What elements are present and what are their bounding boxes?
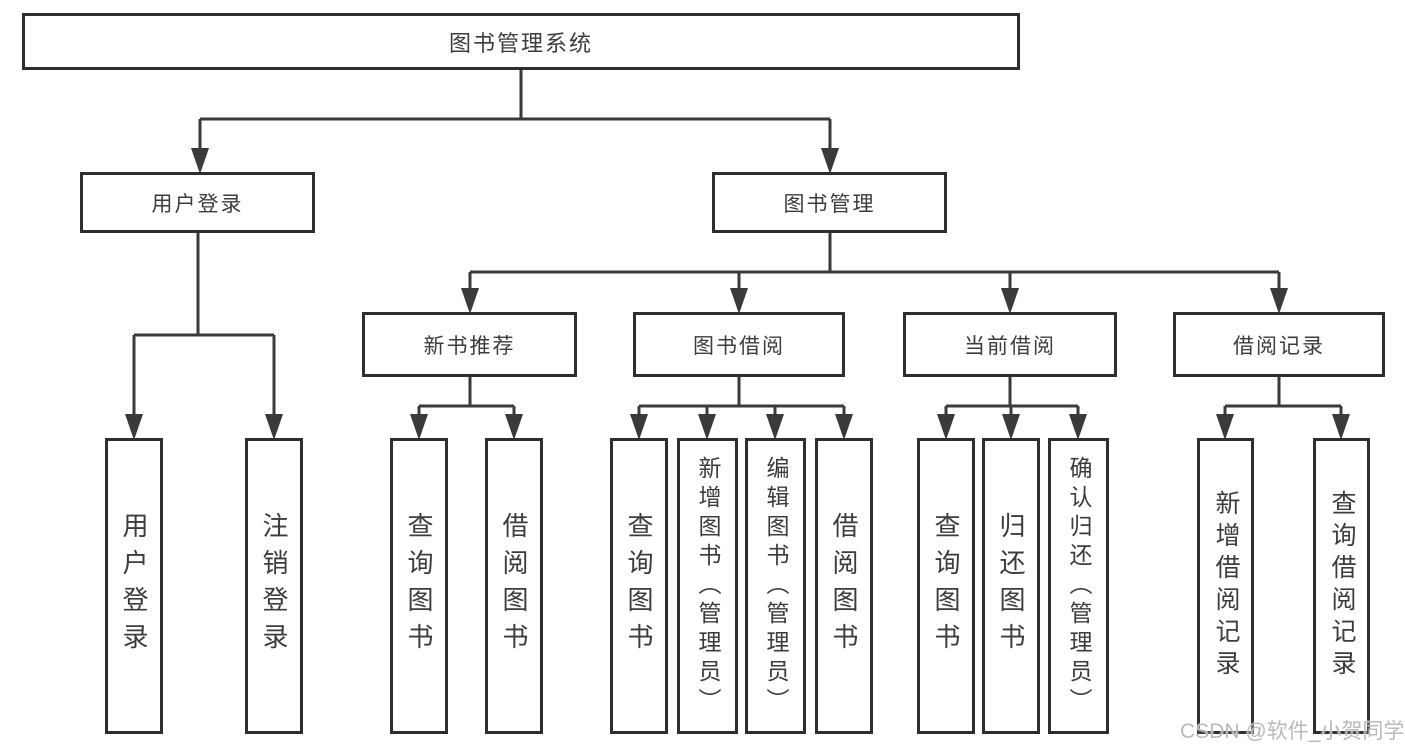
node-user-login-branch: 用户登录 xyxy=(80,172,315,233)
node-book-borrow: 图书借阅 xyxy=(633,312,845,377)
node-label: 新增图书（管理员） xyxy=(695,455,721,717)
leaf-add-borrow-record: 新增借阅记录 xyxy=(1197,438,1254,734)
node-borrow-record: 借阅记录 xyxy=(1173,312,1385,377)
leaf-add-books-admin: 新增图书（管理员） xyxy=(677,438,738,734)
leaf-confirm-return-admin: 确认归还（管理员） xyxy=(1048,438,1109,734)
node-label: 查询图书 xyxy=(931,512,961,660)
leaf-query-books-1: 查询图书 xyxy=(390,438,448,734)
node-new-book-recommend: 新书推荐 xyxy=(362,312,577,377)
node-label: 借阅图书 xyxy=(829,512,859,660)
node-label: 当前借阅 xyxy=(964,334,1056,358)
node-label: 查询借阅记录 xyxy=(1328,490,1356,682)
leaf-query-books-2: 查询图书 xyxy=(610,438,668,734)
node-label: 图书借阅 xyxy=(693,334,785,358)
leaf-query-borrow-record: 查询借阅记录 xyxy=(1313,438,1370,734)
node-label: 确认归还（管理员） xyxy=(1066,455,1092,717)
node-book-management-branch: 图书管理 xyxy=(712,172,947,233)
leaf-query-books-3: 查询图书 xyxy=(917,438,975,734)
node-label: 新书推荐 xyxy=(423,334,516,358)
leaf-edit-books-admin: 编辑图书（管理员） xyxy=(745,438,806,734)
node-label: 新增借阅记录 xyxy=(1212,490,1240,682)
node-label: 归还图书 xyxy=(996,512,1026,660)
node-label: 借阅记录 xyxy=(1233,334,1325,358)
node-label: 查询图书 xyxy=(404,512,434,660)
leaf-return-books: 归还图书 xyxy=(982,438,1040,734)
node-label: 编辑图书（管理员） xyxy=(763,455,789,717)
node-label: 图书管理 xyxy=(783,192,876,216)
csdn-watermark: CSDN @软件_小贺同学 xyxy=(1180,720,1405,743)
node-system-root: 图书管理系统 xyxy=(22,13,1020,70)
node-label: 注销登录 xyxy=(259,512,289,660)
node-label: 用户登录 xyxy=(151,192,244,216)
node-label: 图书管理系统 xyxy=(448,30,593,56)
leaf-user-login: 用户登录 xyxy=(105,438,163,734)
node-label: 借阅图书 xyxy=(499,512,529,660)
leaf-borrow-books-1: 借阅图书 xyxy=(485,438,543,734)
node-label: 用户登录 xyxy=(119,512,149,660)
leaf-logout: 注销登录 xyxy=(245,438,303,734)
arrowhead-icons xyxy=(125,148,1350,440)
node-label: 查询图书 xyxy=(624,512,654,660)
leaf-borrow-books-2: 借阅图书 xyxy=(815,438,873,734)
node-current-borrow: 当前借阅 xyxy=(903,312,1117,377)
